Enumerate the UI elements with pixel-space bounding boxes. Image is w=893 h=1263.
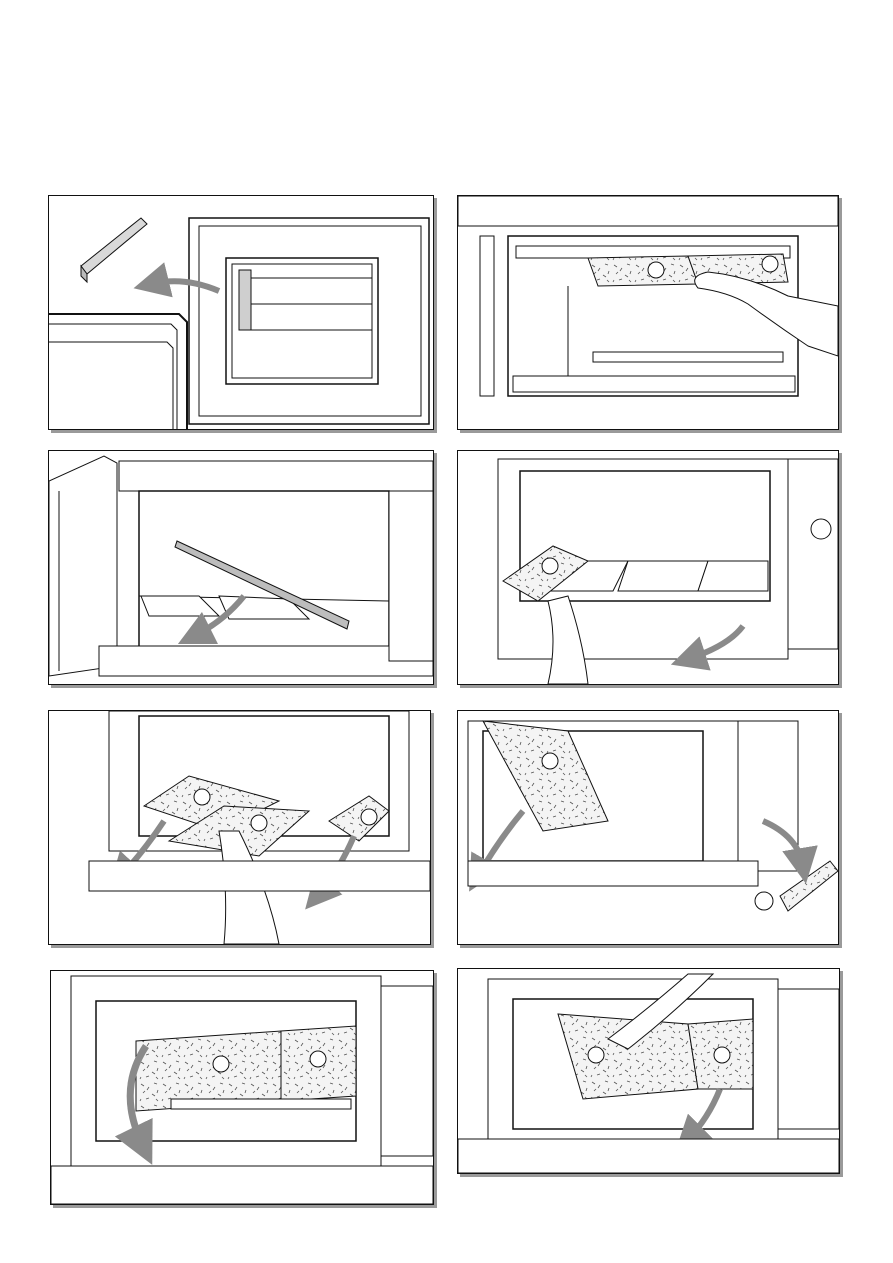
step-7-illustration xyxy=(51,971,433,1204)
step-1-panel xyxy=(48,195,434,430)
step-4-panel xyxy=(457,450,839,685)
step-6-panel xyxy=(457,710,839,945)
step-5-illustration xyxy=(49,711,430,944)
step-2-panel xyxy=(457,195,839,430)
step-8-illustration xyxy=(458,969,839,1173)
step-5-panel xyxy=(48,710,431,945)
step-8-panel xyxy=(457,968,840,1174)
step-3-illustration xyxy=(49,451,433,684)
step-3-panel xyxy=(48,450,434,685)
step-1-illustration xyxy=(49,196,433,429)
step-6-illustration xyxy=(458,711,838,944)
step-4-illustration xyxy=(458,451,838,684)
step-2-illustration xyxy=(458,196,838,429)
step-7-panel xyxy=(50,970,434,1205)
